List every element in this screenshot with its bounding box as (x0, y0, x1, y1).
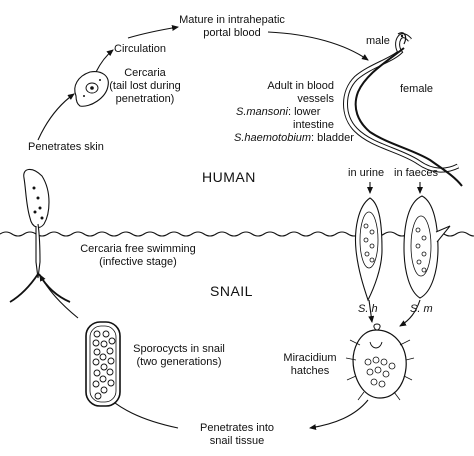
label-in-faeces: in faeces (394, 167, 439, 179)
adult-worms-illustration (343, 32, 463, 187)
cercaria-head-illustration (74, 71, 109, 107)
label-mansoni-site-b: intestine (293, 119, 334, 131)
label-human: HUMAN (202, 169, 256, 185)
arrow-sh-to-miracidium (368, 299, 375, 323)
label-free-line2: (infective stage) (99, 256, 177, 268)
arrow-cercaria-to-circulation (95, 49, 114, 73)
egg-haematobium-illustration (354, 197, 383, 302)
label-female: female (400, 83, 434, 95)
label-miracidium-line1: Miracidium (283, 352, 337, 364)
label-penetrates-snail-line2: snail tissue (209, 435, 265, 447)
label-penetrates-snail-line1: Penetrates into (200, 422, 274, 434)
site-mansoni-a: : lower (287, 106, 321, 118)
label-sporocyst-line2: (two generations) (136, 356, 222, 368)
arrow-miracidium-to-penetrate (309, 399, 369, 431)
label-egg-sh: S. h (358, 303, 378, 315)
site-haematobium: : bladder (311, 132, 354, 144)
label-cercaria-line2: (tail lost during (109, 80, 181, 92)
label-cercaria-line3: penetration) (115, 93, 175, 105)
label-egg-sm: S. m (410, 303, 433, 315)
arrow-mature-to-adult (267, 31, 369, 61)
miracidium-illustration (345, 323, 415, 401)
label-haematobium: S.haemotobium: bladder (234, 132, 354, 145)
label-adult-line1: Adult in blood (267, 80, 334, 92)
egg-mansoni-illustration (403, 195, 451, 299)
cercaria-free-swimming-illustration (9, 168, 71, 303)
label-in-urine: in urine (348, 167, 385, 179)
sporocyst-illustration (85, 321, 121, 407)
arrow-sm-to-miracidium (399, 299, 421, 327)
label-mature-line2: portal blood (203, 27, 261, 39)
label-sporocyst-line1: Sporocycts in snail (133, 343, 225, 355)
label-mature-line1: Mature in intrahepatic (179, 14, 285, 26)
species-haematobium: S.haemotobium (234, 132, 312, 144)
label-adult-line2: vessels (297, 93, 334, 105)
arrow-to-mature (127, 25, 179, 39)
label-male: male (366, 35, 390, 47)
label-cercaria-line1: Cercaria (124, 67, 166, 79)
label-mansoni: S.mansoni: lower (236, 106, 320, 119)
label-snail: SNAIL (210, 283, 253, 299)
label-miracidium-line2: hatches (290, 365, 330, 377)
label-circulation: Circulation (114, 43, 166, 55)
label-free-line1: Cercaria free swimming (80, 243, 196, 255)
species-mansoni: S.mansoni (236, 106, 288, 118)
water-surface-line (0, 231, 474, 237)
label-penetrates-skin: Penetrates skin (28, 141, 104, 153)
arrow-skin-to-cercaria (37, 93, 75, 141)
